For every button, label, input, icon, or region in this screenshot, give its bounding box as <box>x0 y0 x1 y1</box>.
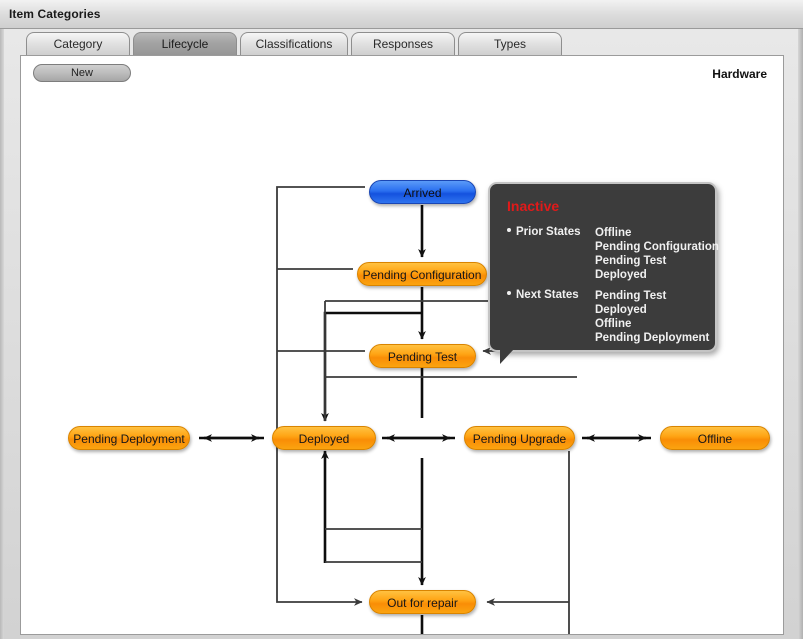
state-node-pending-deployment[interactable]: Pending Deployment <box>68 426 190 450</box>
window-edge-right <box>798 0 803 639</box>
tooltip-state-value: Deployed <box>595 304 647 316</box>
bullet-icon <box>507 228 511 232</box>
toolbar: New Hardware <box>21 56 783 89</box>
state-node-pending-configuration[interactable]: Pending Configuration <box>357 262 487 286</box>
window-title: Item Categories <box>9 7 101 21</box>
title-bar: Item Categories <box>0 0 803 29</box>
tab-responses[interactable]: Responses <box>351 32 455 55</box>
state-node-pending-test[interactable]: Pending Test <box>369 344 476 368</box>
bullet-icon <box>507 291 511 295</box>
window-edge-left <box>0 0 4 639</box>
state-node-pending-upgrade[interactable]: Pending Upgrade <box>464 426 575 450</box>
state-node-out-for-repair[interactable]: Out for repair <box>369 590 476 614</box>
tooltip-state-value: Offline <box>595 318 632 330</box>
context-label: Hardware <box>712 67 767 81</box>
tab-classifications[interactable]: Classifications <box>240 32 348 55</box>
tooltip-state-value: Offline <box>595 227 632 239</box>
tooltip-state-value: Pending Deployment <box>595 332 710 344</box>
tab-types[interactable]: Types <box>458 32 562 55</box>
new-button[interactable]: New <box>33 64 131 82</box>
tooltip-state-value: Pending Test <box>595 290 667 302</box>
state-node-offline[interactable]: Offline <box>660 426 770 450</box>
tab-category[interactable]: Category <box>26 32 130 55</box>
tooltip-title: Inactive <box>507 198 560 214</box>
tooltip-tail <box>500 349 514 364</box>
tooltip-state-value: Pending Configuration <box>595 241 719 253</box>
tooltip-group-label: Next States <box>516 289 579 301</box>
state-node-arrived[interactable]: Arrived <box>369 180 476 204</box>
tooltip-state-value: Deployed <box>595 269 647 281</box>
connector-layer <box>199 186 651 634</box>
tooltip-state-value: Pending Test <box>595 255 667 267</box>
tab-lifecycle[interactable]: Lifecycle <box>133 32 237 55</box>
state-node-deployed[interactable]: Deployed <box>272 426 376 450</box>
tooltip-group-label: Prior States <box>516 226 581 238</box>
